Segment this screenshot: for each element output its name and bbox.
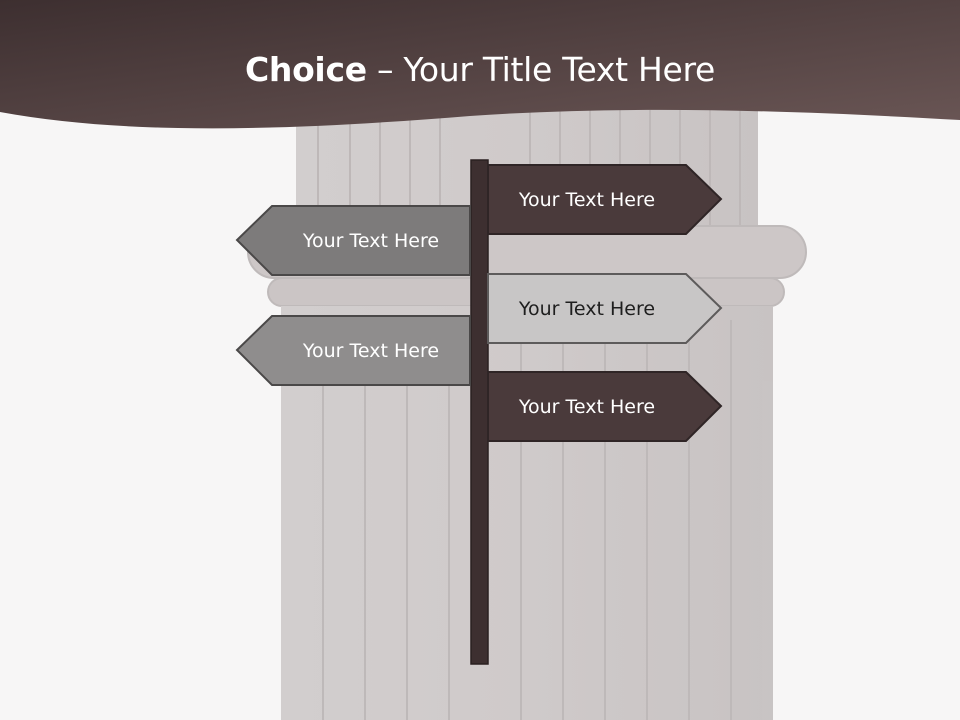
sign-label-5: Your Text Here	[518, 396, 656, 418]
title-banner	[0, 0, 960, 129]
sign-label-1: Your Text Here	[518, 189, 656, 211]
sign-label-4: Your Text Here	[302, 340, 440, 362]
sign-arrow-5[interactable]	[487, 371, 723, 442]
sign-arrow-2[interactable]	[235, 205, 471, 276]
sign-post	[470, 159, 489, 665]
sign-label-3: Your Text Here	[518, 298, 656, 320]
slide-title-bold: Choice	[244, 50, 367, 89]
slide-title: Choice – Your Title Text Here	[0, 50, 960, 89]
sign-arrow-3[interactable]	[487, 273, 723, 344]
sign-arrow-1[interactable]	[487, 164, 723, 235]
sign-label-2: Your Text Here	[302, 230, 440, 252]
slide-title-rest: – Your Title Text Here	[366, 50, 716, 89]
sign-arrow-4[interactable]	[235, 315, 471, 386]
